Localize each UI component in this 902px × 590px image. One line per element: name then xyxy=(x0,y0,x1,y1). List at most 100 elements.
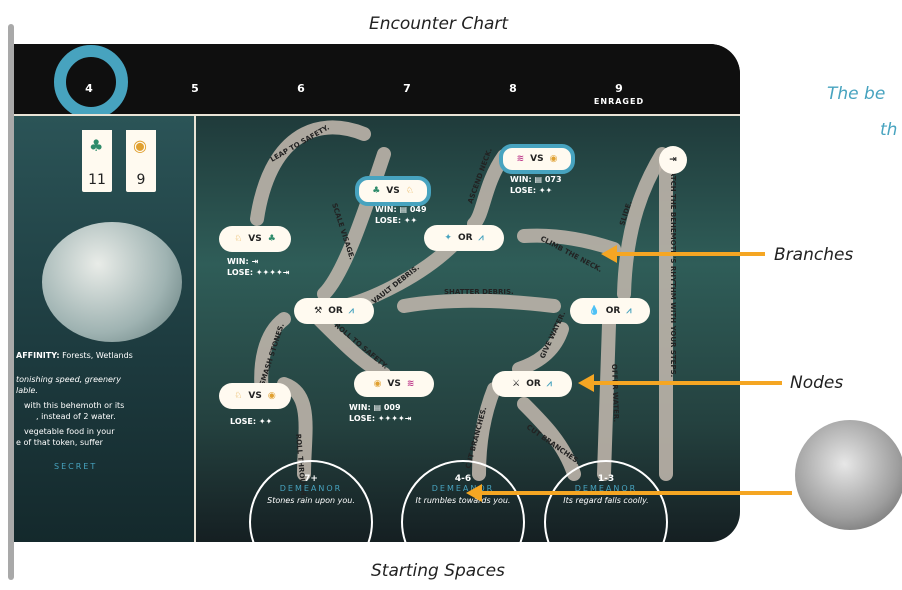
label-offer-water: OFFER WATER. xyxy=(610,364,620,422)
starting-arrow xyxy=(480,491,792,495)
track-col-4: 4 xyxy=(85,82,93,95)
eye-icon: ◉ xyxy=(373,379,382,389)
claw-icon: ⩘ xyxy=(478,233,484,243)
book-icon: ▤ xyxy=(399,205,408,214)
outcome-beast-eye: LOSE: ✦✦ xyxy=(230,416,272,427)
track-bar xyxy=(14,44,740,114)
ability-line-3: with this behemoth or its xyxy=(24,401,125,410)
wave-icon: ≋ xyxy=(516,154,525,164)
outcome-049: WIN: ▤ 049 LOSE: ✦✦ xyxy=(375,204,427,226)
node-vs-label: VS xyxy=(248,234,262,244)
ability-line-5: vegetable food in your xyxy=(24,427,115,436)
node-beast-vs-eye: ♘ VS ◉ xyxy=(219,383,291,409)
node-vs-label: VS xyxy=(530,154,544,164)
path-roll-safety xyxy=(312,312,391,381)
wound-icon: ✦✦✦✦⇥ xyxy=(377,414,412,423)
star-icon: ✦ xyxy=(444,233,452,243)
claw-icon: ⩘ xyxy=(348,306,354,316)
hammer-icon: ⚒ xyxy=(314,306,323,316)
path-offer-water xyxy=(597,317,616,481)
ability-line-4: , instead of 2 water. xyxy=(36,412,116,421)
win-entry-049: 049 xyxy=(409,205,427,214)
claw-icon: ⩘ xyxy=(626,306,632,316)
tree-stat-value: 11 xyxy=(88,172,106,188)
branch-paths: LEAP TO SAFETY. SCALE VISAGE. VAULT DEBR… xyxy=(250,120,677,499)
node-vs-label: VS xyxy=(387,379,401,389)
node-or-label: OR xyxy=(605,306,621,316)
node-star-or-claw: ✦ OR ⩘ xyxy=(424,225,504,251)
node-vs-label: VS xyxy=(386,186,400,196)
path-cut-2 xyxy=(517,397,581,481)
wave-icon: ≋ xyxy=(406,379,415,389)
node-or-label: OR xyxy=(328,306,343,316)
node-blade-or-claw: ⚔ OR ⩘ xyxy=(492,371,572,397)
node-vs-label: VS xyxy=(248,391,262,401)
label-match: MATCH THE BEHEMOTH'S RHYTHM WITH YOUR ST… xyxy=(669,164,677,377)
outcome-073: WIN: ▤ 073 LOSE: ✦✦ xyxy=(510,174,562,196)
branches-arrowhead xyxy=(601,245,617,263)
path-give-water xyxy=(512,322,569,376)
eye-icon: ◉ xyxy=(267,391,276,401)
eye-stat-value: 9 xyxy=(136,172,146,188)
beast-icon: ♘ xyxy=(234,391,243,401)
lose-label: LOSE: xyxy=(349,414,376,423)
tree-stat: ♣ 11 xyxy=(82,130,112,192)
card-spine xyxy=(8,24,14,580)
behemoth-token-image xyxy=(795,420,902,530)
outcome-009: WIN: ▤ 009 LOSE: ✦✦✦✦⇥ xyxy=(349,402,411,424)
nodes-label: Nodes xyxy=(790,373,844,393)
start-text: Stones rain upon you. xyxy=(267,496,355,505)
win-label: WIN: xyxy=(349,403,371,412)
track-col-9: 9 xyxy=(615,82,623,95)
claw-icon: ⩘ xyxy=(546,379,552,389)
eye-icon: ◉ xyxy=(133,136,147,155)
secret-label: SECRET xyxy=(54,462,98,471)
tree-icon: ♣ xyxy=(267,234,276,244)
win-label: WIN: xyxy=(227,257,249,266)
node-hammer-or-claw: ⚒ OR ⩘ xyxy=(294,298,374,324)
eye-icon: ◉ xyxy=(549,154,558,164)
nodes-arrowhead xyxy=(578,374,594,392)
lose-label: LOSE: xyxy=(227,268,254,277)
node-beast-vs-tree: ♘ VS ♣ xyxy=(219,226,291,252)
wound-icon: ✦✦ xyxy=(258,417,273,426)
encounter-card: 4 5 6 7 8 9 ENRAGED ♣ 11 ◉ 9 AFFINITY: F… xyxy=(14,44,740,542)
eye-stat: ◉ 9 xyxy=(126,130,156,192)
win-label: WIN: xyxy=(375,205,397,214)
starting-arrowhead xyxy=(466,484,482,502)
start-range: 1-3 xyxy=(597,474,615,484)
nodes-arrow xyxy=(592,381,782,385)
start-demeanor: DEMEANOR xyxy=(574,484,638,493)
start-text: It rumbles towards you. xyxy=(415,496,511,505)
path-slide xyxy=(617,147,669,301)
node-tree-vs-beast: ♣ VS ♘ xyxy=(355,176,431,206)
start-demeanor: DEMEANOR xyxy=(279,484,343,493)
node-eye-vs-wave: ◉ VS ≋ xyxy=(354,371,434,397)
win-entry-009: 009 xyxy=(383,403,401,412)
behemoth-illustration xyxy=(42,222,182,342)
branches-arrow xyxy=(615,252,765,256)
tree-icon: ♣ xyxy=(89,136,104,155)
win-label: WIN: xyxy=(510,175,532,184)
water-drop-icon: 💧 xyxy=(588,306,600,316)
exit-icon: ⇥ xyxy=(669,155,677,165)
beast-icon: ♘ xyxy=(405,186,414,196)
ability-line-6: e of that token, suffer xyxy=(16,438,103,447)
affinity-value: Forests, Wetlands xyxy=(62,351,133,360)
node-or-label: OR xyxy=(457,233,473,243)
affinity-label: AFFINITY: xyxy=(16,351,60,360)
node-wave-vs-eye: ≋ VS ◉ xyxy=(499,144,575,174)
start-demeanor: DEMEANOR xyxy=(431,484,495,493)
win-entry-073: 073 xyxy=(544,175,562,184)
start-range: 4-6 xyxy=(454,474,472,484)
path-scale xyxy=(317,147,391,301)
top-right-text-2: th xyxy=(880,120,898,140)
outcome-beast-tree: WIN: ⇥ LOSE: ✦✦✦✦⇥ xyxy=(227,256,289,278)
path-shatter xyxy=(397,293,561,313)
label-shatter: SHATTER DEBRIS. xyxy=(444,288,514,296)
start-range: 7+ xyxy=(304,474,318,484)
tree-icon: ♣ xyxy=(372,186,381,196)
start-text: Its regard falls coolly. xyxy=(563,496,649,505)
track-col-8: 8 xyxy=(509,82,517,95)
wound-icon: ✦✦ xyxy=(538,186,553,195)
